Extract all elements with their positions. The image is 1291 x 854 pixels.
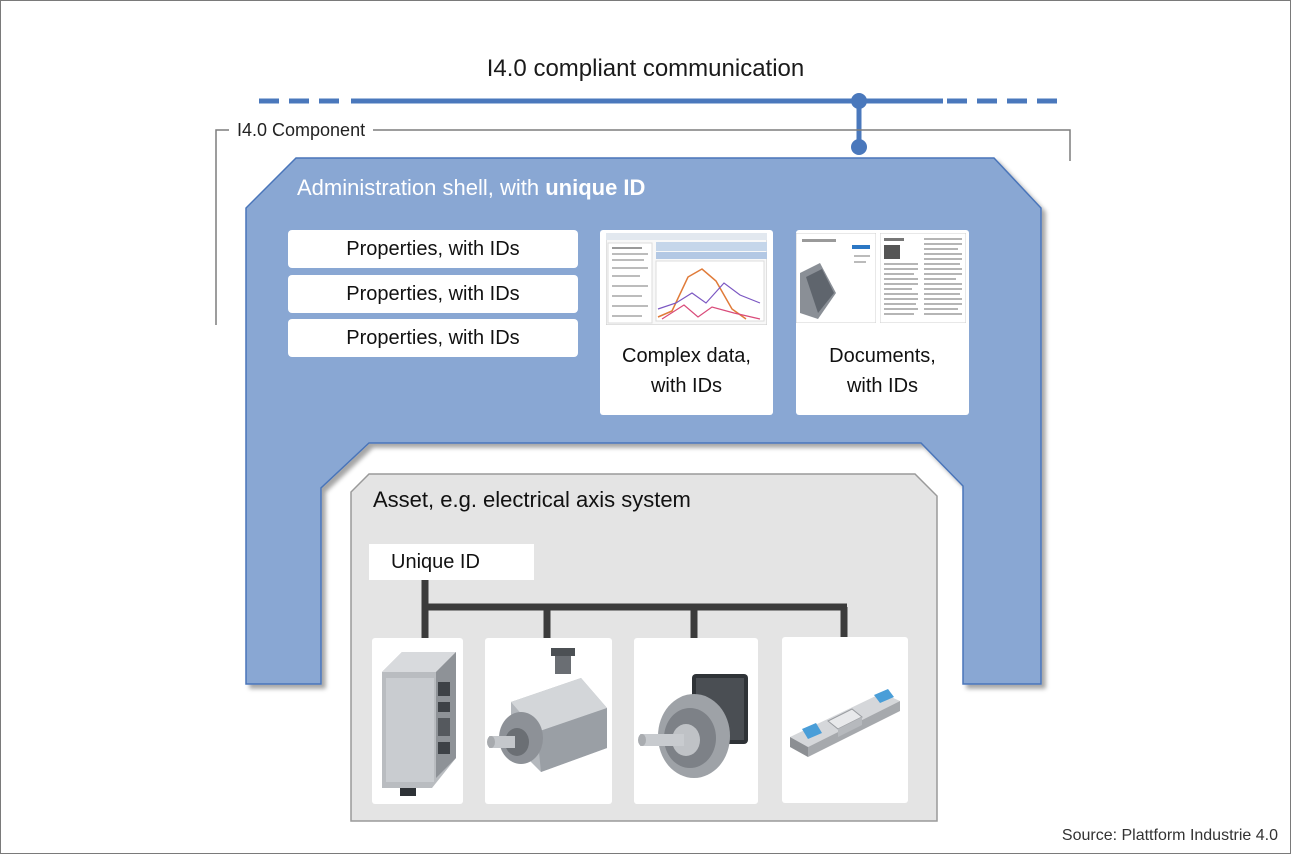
document-page-icon <box>880 233 966 323</box>
documents-card: Documents, with IDs <box>796 230 969 415</box>
asset-title: Asset, e.g. electrical axis system <box>373 487 691 512</box>
chart-screenshot-icon <box>606 233 767 325</box>
shell-title-bold: unique ID <box>545 175 646 200</box>
linear-axis-photo <box>782 637 908 803</box>
servo-motor-photo <box>485 638 612 804</box>
unique-id-box: Unique ID <box>369 544 534 580</box>
source-note: Source: Plattform Industrie 4.0 <box>1061 827 1278 844</box>
manual-cover-icon <box>796 233 876 323</box>
complex-data-caption-line1: Complex data, <box>622 345 751 367</box>
gearbox-photo <box>634 638 758 804</box>
documents-caption-line2: with IDs <box>846 375 919 397</box>
complex-data-card: Complex data, with IDs <box>600 230 773 415</box>
asset-connector-tree <box>421 580 848 641</box>
complex-data-caption-line2: with IDs <box>650 375 723 397</box>
bus-node-bottom <box>851 139 867 155</box>
component-label: I4.0 Component <box>229 120 374 141</box>
servo-drive-photo <box>372 638 463 804</box>
shell-title: Administration shell, with unique ID <box>297 175 645 201</box>
servo-drive-icon <box>382 652 456 796</box>
component-bracket <box>215 129 1071 325</box>
linear-axis-icon <box>790 689 900 757</box>
properties-box: Properties, with IDs <box>288 230 578 268</box>
diagram-title: I4.0 compliant communication <box>486 55 805 82</box>
shell-title-plain: Administration shell, with <box>297 175 546 200</box>
properties-box: Properties, with IDs <box>288 275 578 313</box>
documents-caption-line1: Documents, <box>829 345 936 367</box>
properties-box: Properties, with IDs <box>288 319 578 357</box>
gearbox-icon <box>638 674 748 778</box>
servo-motor-icon <box>487 648 607 772</box>
communication-bus <box>259 93 1061 155</box>
